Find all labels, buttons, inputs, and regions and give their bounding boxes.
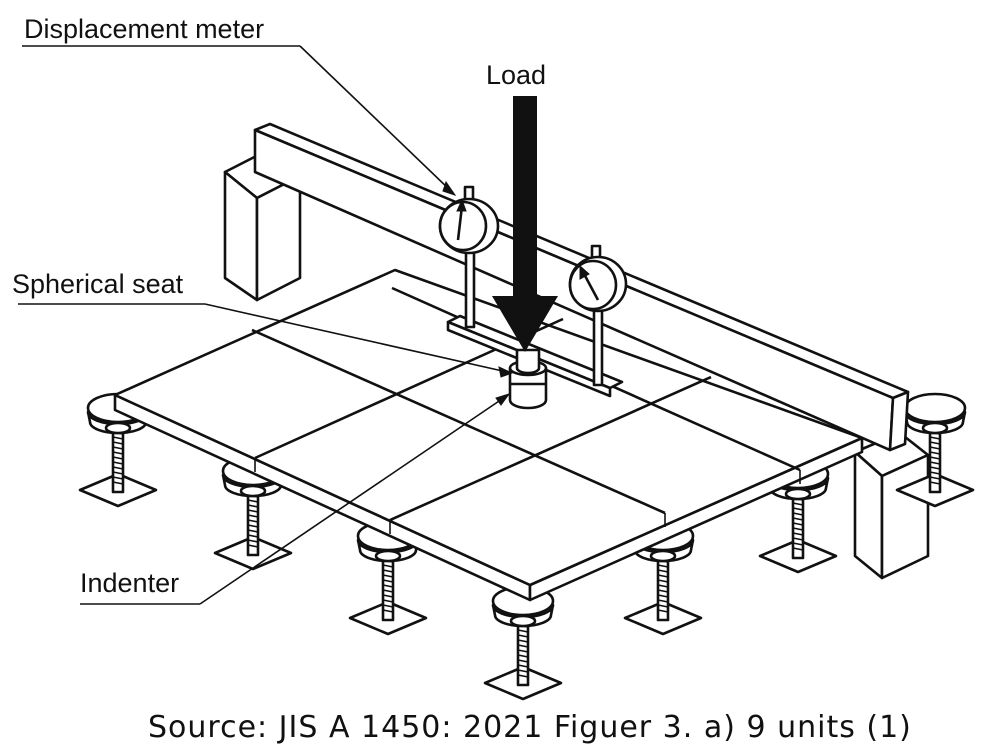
pedestal (483, 585, 563, 701)
panel-joint-2 (389, 375, 712, 522)
displacement-meter-left (438, 185, 500, 329)
beam-support-right (853, 431, 930, 580)
label-spherical-seat: Spherical seat (12, 269, 184, 299)
load-arrow (492, 96, 558, 352)
spherical-seat (515, 348, 541, 375)
label-load: Load (486, 60, 546, 90)
label-indenter: Indenter (80, 568, 179, 598)
displacement-meter-right (568, 244, 628, 387)
beam-support-left (223, 148, 302, 302)
leader-lines (18, 45, 514, 605)
label-displacement-meter: Displacement meter (24, 14, 264, 44)
source-caption: Source: JIS A 1450: 2021 Figuer 3. a) 9 … (148, 710, 912, 745)
pedestal (895, 392, 975, 508)
floor-panel (113, 268, 864, 602)
panel-joint-3 (251, 328, 666, 515)
